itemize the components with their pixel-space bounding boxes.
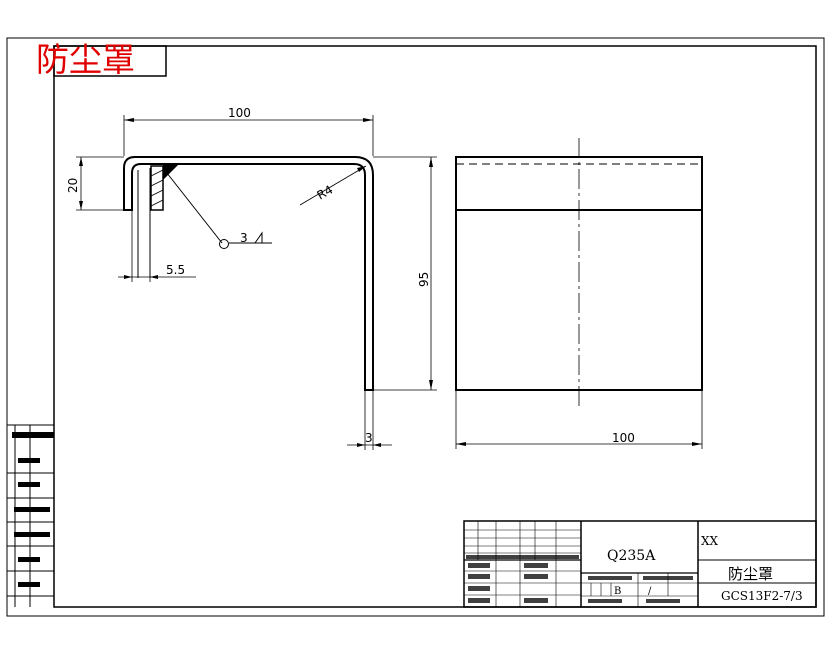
dim-thickness: 3 [347, 391, 392, 450]
company-text: XX [701, 534, 719, 548]
dim-height: 95 [373, 156, 437, 391]
dim-flange-height-text: 20 [66, 178, 80, 193]
dim-height-text: 95 [417, 272, 431, 287]
title-label-box [53, 45, 167, 77]
title-block: Q235A XX 防尘罩 GCS13F2-7/3 B / [463, 520, 817, 608]
dim-flange-offset-text: 5.5 [166, 263, 185, 277]
drawing-name-text: 防尘罩 [728, 565, 773, 583]
dim-top-width: 100 [123, 106, 374, 156]
dim-radius: R4 [299, 165, 367, 206]
weight-text: / [648, 586, 652, 597]
dim-top-width-text: 100 [228, 106, 251, 120]
dim-thickness-text: 3 [365, 431, 373, 445]
part-name-title: 防尘罩 [36, 40, 135, 79]
outer-border [6, 37, 825, 617]
drawing-number-text: GCS13F2-7/3 [721, 589, 803, 603]
dim-flange-height: 20 [66, 156, 124, 211]
left-revision-strip [7, 424, 54, 607]
dim-flange-offset: 5.5 [118, 211, 196, 282]
stage-mark-text: B [614, 586, 621, 597]
dim-radius-text: R4 [315, 182, 336, 202]
weld-size-label: 3 [240, 231, 248, 245]
dim-side-width: 100 [455, 391, 703, 449]
inner-frame [53, 45, 817, 608]
dim-side-width-text: 100 [612, 431, 635, 445]
side-view [455, 138, 703, 410]
material-text: Q235A [607, 548, 656, 564]
front-view: 3 [123, 156, 374, 391]
